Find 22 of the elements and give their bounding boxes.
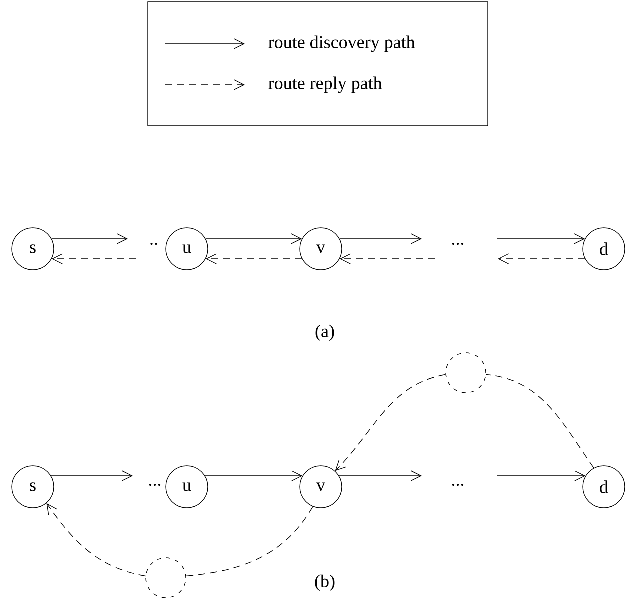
arrow bbox=[496, 234, 586, 244]
arrow bbox=[498, 254, 586, 264]
text-label: ... bbox=[452, 242, 464, 246]
arrow bbox=[496, 470, 586, 482]
dashed-circle bbox=[146, 558, 186, 598]
arrow bbox=[46, 503, 146, 577]
arrow bbox=[338, 470, 422, 482]
arrow bbox=[52, 254, 136, 264]
text-label: (b) bbox=[315, 574, 335, 592]
arrow bbox=[206, 254, 302, 264]
arrow bbox=[50, 470, 133, 482]
arrow bbox=[204, 470, 303, 482]
arrow bbox=[335, 374, 446, 472]
arrow bbox=[52, 234, 128, 244]
dashed-circle bbox=[446, 352, 486, 394]
text-label: ... bbox=[452, 484, 464, 486]
legend-text: route discovery path bbox=[268, 36, 416, 52]
arrow bbox=[340, 234, 422, 244]
legend-text: route reply path bbox=[268, 76, 382, 94]
arrow bbox=[206, 234, 302, 244]
text-label: (a) bbox=[316, 324, 334, 342]
arrow bbox=[340, 254, 436, 264]
